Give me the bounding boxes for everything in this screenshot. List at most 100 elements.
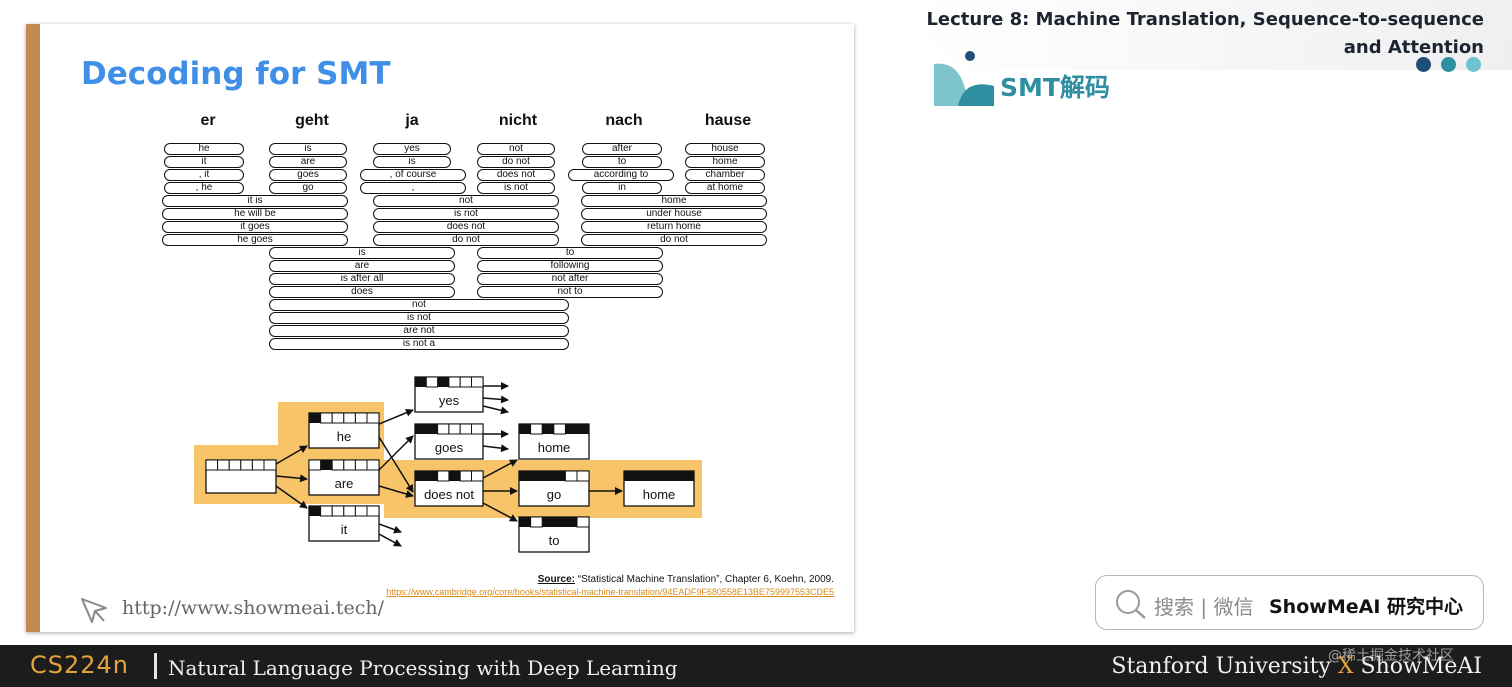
phrase-option: in — [582, 182, 662, 194]
dot-icon — [1466, 57, 1481, 72]
source-label: Source: — [537, 574, 575, 585]
lattice-node: yes — [414, 376, 484, 413]
course-name: Natural Language Processing with Deep Le… — [168, 656, 678, 680]
phrase-option: do not — [477, 156, 555, 168]
phrase-option: it is — [162, 195, 348, 207]
phrase-option: under house — [581, 208, 767, 220]
phrase-option: he will be — [162, 208, 348, 220]
phrase-option: return home — [581, 221, 767, 233]
decoding-search-lattice: he are it yes — [194, 376, 702, 553]
university-credit: Stanford University X ShowMeAI — [1111, 654, 1482, 679]
search-box[interactable]: 搜索 | 微信 ShowMeAI 研究中心 — [1095, 575, 1484, 630]
phrase-option: not after — [477, 273, 663, 285]
phrase-option: to — [477, 247, 663, 259]
cursor-click-icon — [81, 598, 107, 623]
german-word: ja — [405, 112, 419, 129]
german-word: hause — [704, 112, 752, 129]
phrase-option: does not — [477, 169, 555, 181]
phrase-option: at home — [685, 182, 765, 194]
phrase-option: it goes — [162, 221, 348, 233]
phrase-option: are not — [269, 325, 569, 337]
phrase-option: it — [164, 156, 244, 168]
phrase-option: home — [685, 156, 765, 168]
german-word: nach — [605, 112, 643, 129]
phrase-option: is not — [269, 312, 569, 324]
lattice-node: go — [518, 470, 590, 507]
lecture-banner: Lecture 8: Machine Translation, Sequence… — [920, 0, 1512, 70]
phrase-option: after — [582, 143, 662, 155]
lattice-node: does not — [414, 470, 484, 507]
lattice-node-label: home — [643, 487, 676, 502]
lattice-node-label: are — [335, 476, 354, 491]
phrase-option: , — [360, 182, 466, 194]
german-word: er — [200, 112, 216, 129]
lattice-node: goes — [414, 423, 484, 460]
dot-icon — [1416, 57, 1431, 72]
german-word: nicht — [498, 112, 538, 129]
phrase-option: following — [477, 260, 663, 272]
lecture-slide: Decoding for SMT er geht ja nicht nach h… — [26, 24, 854, 632]
collab-x-mark: X — [1337, 654, 1354, 679]
juejin-watermark: @稀土掘金技术社区 — [1328, 648, 1454, 664]
lattice-node: home — [518, 423, 590, 460]
lattice-node: to — [518, 516, 590, 553]
phrase-option: is — [269, 247, 455, 259]
source-text: “Statistical Machine Translation”, Chapt… — [574, 574, 834, 585]
partner-name: ShowMeAI — [1360, 654, 1482, 679]
slide-title: Decoding for SMT — [81, 56, 391, 92]
course-code: CS224n — [30, 651, 130, 679]
phrase-option: to — [582, 156, 662, 168]
phrase-option: not to — [477, 286, 663, 298]
phrase-option: chamber — [685, 169, 765, 181]
phrase-option: he goes — [162, 234, 348, 246]
lecture-title-line: Lecture 8: Machine Translation, Sequence… — [926, 9, 1484, 30]
lattice-node: it — [308, 505, 380, 542]
german-word: geht — [295, 112, 329, 129]
lattice-node: he — [308, 412, 380, 449]
search-brand: ShowMeAI 研究中心 — [1269, 596, 1463, 618]
phrase-option: not — [269, 299, 569, 311]
lattice-node-label: goes — [435, 440, 464, 455]
lattice-node: are — [308, 459, 380, 496]
phrase-option: is after all — [269, 273, 455, 285]
university-name: Stanford University — [1111, 654, 1331, 679]
lecture-title: Lecture 8: Machine Translation, Sequence… — [924, 6, 1484, 62]
lattice-node-label: home — [538, 440, 571, 455]
lecture-title-line: and Attention — [1343, 37, 1484, 58]
phrase-option: does not — [373, 221, 559, 233]
phrase-option: is not — [373, 208, 559, 220]
phrase-option: , of course — [360, 169, 466, 181]
section-title: SMT解码 — [1000, 73, 1110, 102]
lattice-node-label: does not — [424, 487, 474, 502]
phrase-option: , he — [164, 182, 244, 194]
decorative-dots — [1416, 57, 1491, 76]
slide-accent-bar — [26, 24, 40, 632]
lattice-node-label: yes — [439, 393, 460, 408]
phrase-option: not — [477, 143, 555, 155]
dot-icon — [1441, 57, 1456, 72]
phrase-option: according to — [568, 169, 674, 181]
phrase-option: is — [269, 143, 347, 155]
footer-divider — [154, 653, 157, 679]
phrase-option: goes — [269, 169, 347, 181]
lattice-node-label: to — [549, 533, 560, 548]
source-citation: Source: “Statistical Machine Translation… — [538, 574, 834, 585]
phrase-option: is not a — [269, 338, 569, 350]
lattice-node: home — [623, 470, 695, 507]
phrase-option: are — [269, 156, 347, 168]
lattice-node-label: go — [547, 487, 561, 502]
search-hint: 搜索 | 微信 — [1154, 595, 1254, 619]
lattice-node-label: he — [337, 429, 351, 444]
phrase-option: does — [269, 286, 455, 298]
source-link[interactable]: https://www.cambridge.org/core/books/sta… — [386, 587, 834, 597]
section-logo-icon — [934, 51, 994, 106]
phrase-option: is — [373, 156, 451, 168]
watermark-url: http://www.showmeai.tech/ — [122, 597, 385, 619]
phrase-option: house — [685, 143, 765, 155]
phrase-option: yes — [373, 143, 451, 155]
phrase-option: , it — [164, 169, 244, 181]
lattice-node-start — [205, 459, 277, 494]
phrase-option: not — [373, 195, 559, 207]
footer-bar: CS224n Natural Language Processing with … — [0, 645, 1512, 687]
lattice-node-label: it — [341, 522, 348, 537]
